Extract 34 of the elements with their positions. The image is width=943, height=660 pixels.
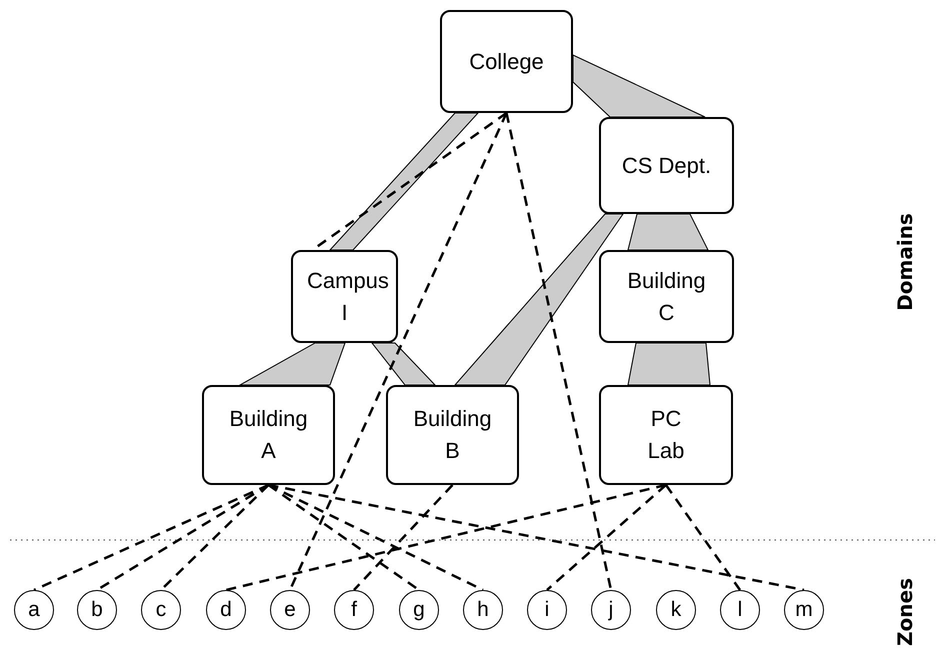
zone-circle: l bbox=[720, 590, 760, 630]
dashed-connector bbox=[546, 484, 667, 591]
domain-box: Campus I bbox=[291, 250, 398, 343]
dashed-connector bbox=[505, 112, 612, 590]
domain-box: PC Lab bbox=[599, 385, 733, 485]
domain-box: CS Dept. bbox=[599, 117, 734, 214]
hierarchy-band bbox=[238, 342, 346, 386]
zone-circle: m bbox=[784, 590, 824, 630]
zone-circle: c bbox=[141, 590, 181, 630]
zone-circle: d bbox=[206, 590, 246, 630]
domain-box: Building B bbox=[386, 385, 519, 485]
hierarchy-band bbox=[328, 112, 480, 250]
dashed-connector bbox=[226, 484, 666, 592]
dashed-connector bbox=[353, 484, 454, 591]
hierarchy-band bbox=[627, 342, 711, 386]
zone-circle: a bbox=[14, 590, 54, 630]
axis-label: Zones bbox=[892, 578, 917, 646]
domain-box: Building C bbox=[599, 250, 734, 343]
dashed-connector bbox=[268, 484, 484, 592]
zone-circle: i bbox=[527, 590, 567, 630]
hierarchy-band bbox=[627, 214, 709, 250]
hierarchy-band bbox=[572, 54, 706, 118]
zone-circle: f bbox=[334, 590, 374, 630]
domain-box: Building A bbox=[202, 385, 335, 485]
axis-label: Domains bbox=[892, 213, 917, 311]
zone-circle: j bbox=[591, 590, 631, 630]
hierarchy-band bbox=[454, 214, 624, 386]
hierarchy-band bbox=[370, 342, 436, 386]
zone-circle: k bbox=[656, 590, 696, 630]
zone-circle: g bbox=[399, 590, 439, 630]
domain-box: College bbox=[440, 10, 573, 113]
zone-circle: h bbox=[463, 590, 503, 630]
zone-circle: e bbox=[270, 590, 310, 630]
zone-circle: b bbox=[77, 590, 117, 630]
